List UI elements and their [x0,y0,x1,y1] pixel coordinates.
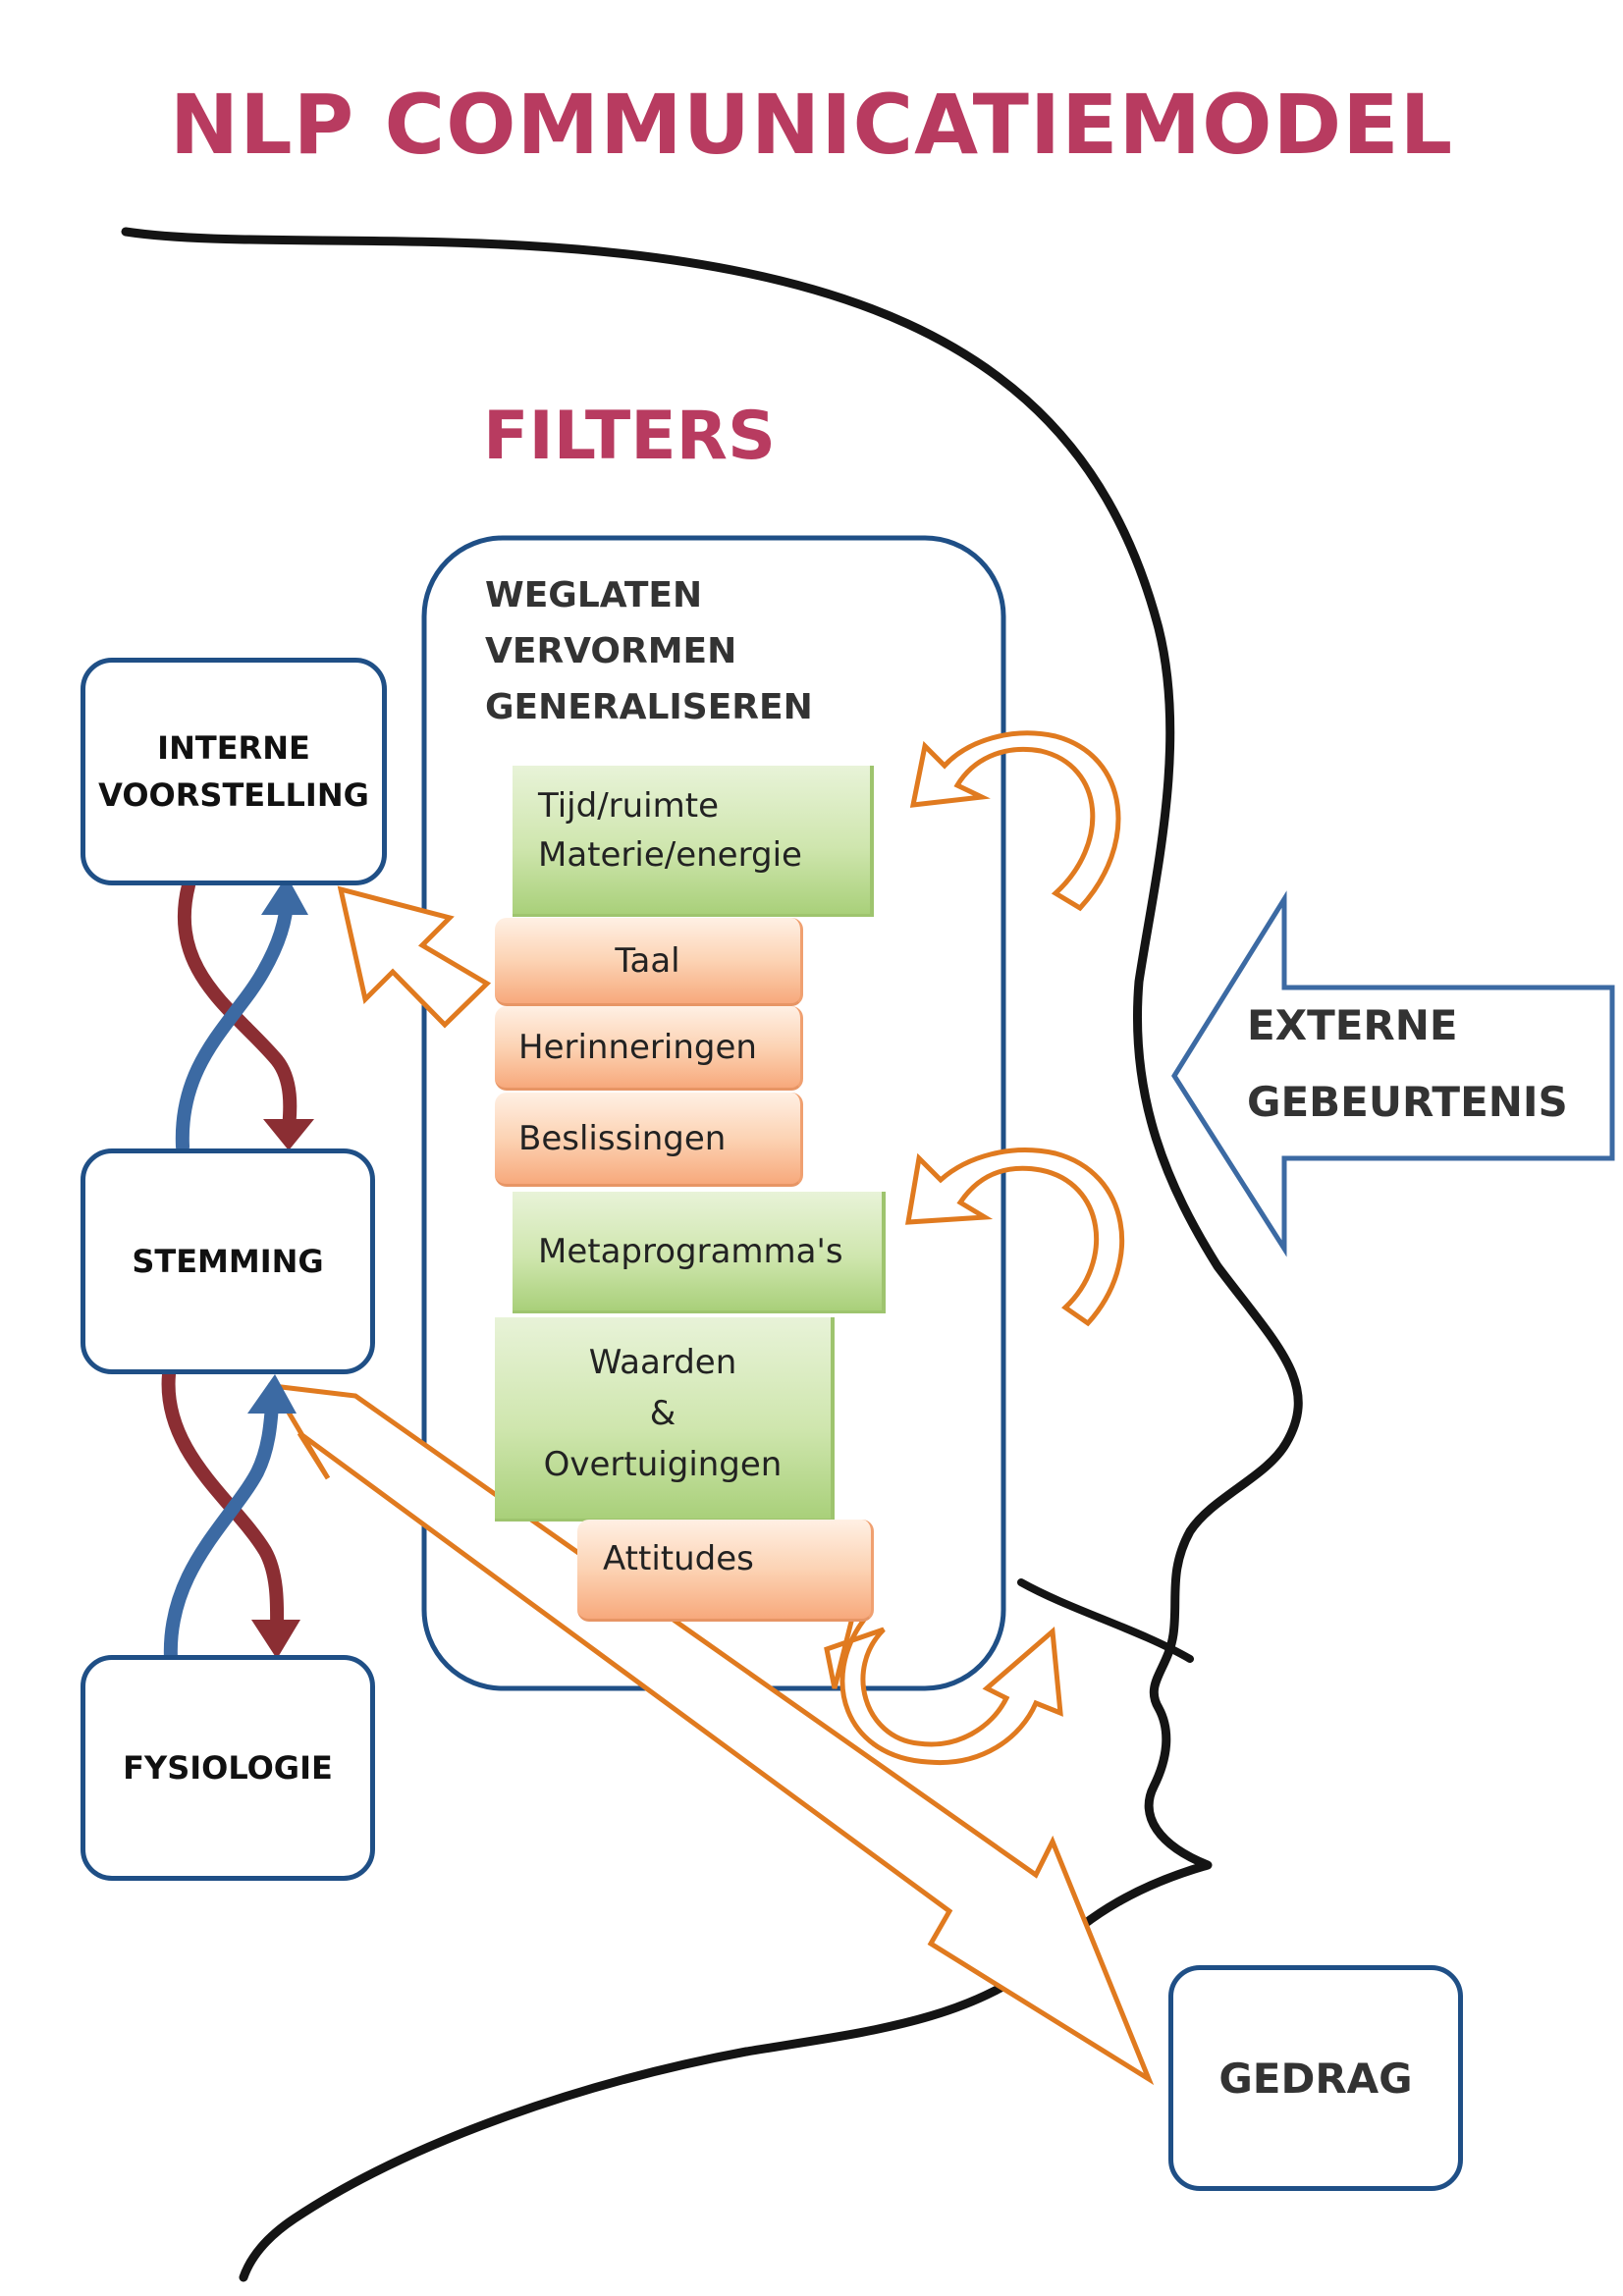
externe-label: EXTERNE [1247,1001,1458,1049]
box-fysiologie: FYSIOLOGIE [81,1655,375,1881]
box-interne-voorstelling: INTERNE VOORSTELLING [81,658,387,885]
red-arrowhead-2 [251,1620,300,1659]
filters-title: FILTERS [483,398,776,475]
filter-process-generaliseren: GENERALISEREN [485,687,813,727]
page-title: NLP COMMUNICATIEMODEL [169,77,1454,173]
filter-tijd-ruimte: Tijd/ruimte Materie/energie [513,766,874,917]
filter-processes: WEGLATEN VERVORMEN GENERALISEREN [485,567,813,735]
filter-metaprogrammas-label: Metaprogramma's [538,1231,843,1271]
filter-tijd-ruimte-line1: Tijd/ruimte [538,786,719,826]
filter-process-weglaten: WEGLATEN [485,575,703,615]
red-arrow-down-1 [177,879,298,1136]
externe-gebeurtenis-arrow [1171,890,1615,1257]
filter-taal: Taal [495,918,803,1006]
face-profile-line [121,227,1303,2282]
filter-waarden-overtuigingen: Waarden & Overtuigingen [495,1317,835,1522]
mouth-line [1017,1578,1194,1663]
gedrag-label: GEDRAG [1218,2054,1413,2103]
filter-waarden-line2: & [649,1394,676,1433]
interne-voorstelling-line1: INTERNE [157,729,310,767]
stemming-label: STEMMING [132,1243,324,1280]
filters-to-voorstelling-arrow [337,885,492,1029]
loop-arrow-top [909,730,1121,912]
filter-beslissingen-label: Beslissingen [518,1118,727,1158]
filter-attitudes: Attitudes [577,1520,874,1622]
filter-waarden-line1: Waarden [588,1343,737,1382]
voorstelling-stemming-cycle [175,879,298,1153]
filter-metaprogrammas: Metaprogramma's [513,1192,886,1313]
blue-arrowhead-1 [261,876,308,915]
filter-taal-label: Taal [615,940,680,981]
box-stemming: STEMMING [81,1148,375,1374]
blue-arrow-up-2 [163,1387,280,1666]
blue-arrow-up-1 [175,891,294,1153]
filter-waarden-line3: Overtuigingen [543,1445,783,1484]
red-arrow-down-2 [161,1367,285,1636]
interne-voorstelling-line2: VOORSTELLING [98,776,369,814]
box-gedrag: GEDRAG [1168,1965,1463,2191]
fysiologie-label: FYSIOLOGIE [123,1749,333,1787]
filter-herinneringen-label: Herinneringen [518,1027,757,1067]
filter-beslissingen: Beslissingen [495,1093,803,1187]
stemming-fysiologie-cycle [161,1367,285,1666]
filter-herinneringen: Herinneringen [495,1006,803,1091]
blue-arrowhead-2 [247,1374,297,1414]
stemming-gedrag-arrow [268,1382,1155,2086]
filter-process-vervormen: VERVORMEN [485,631,737,671]
filter-attitudes-label: Attitudes [603,1539,754,1578]
loop-arrow-middle [905,1148,1124,1327]
gebeurtenis-label: GEBEURTENIS [1247,1078,1568,1126]
loop-arrow-bottom [824,1605,1063,1766]
filter-tijd-ruimte-line2: Materie/energie [538,835,802,875]
red-arrowhead-1 [263,1119,314,1150]
